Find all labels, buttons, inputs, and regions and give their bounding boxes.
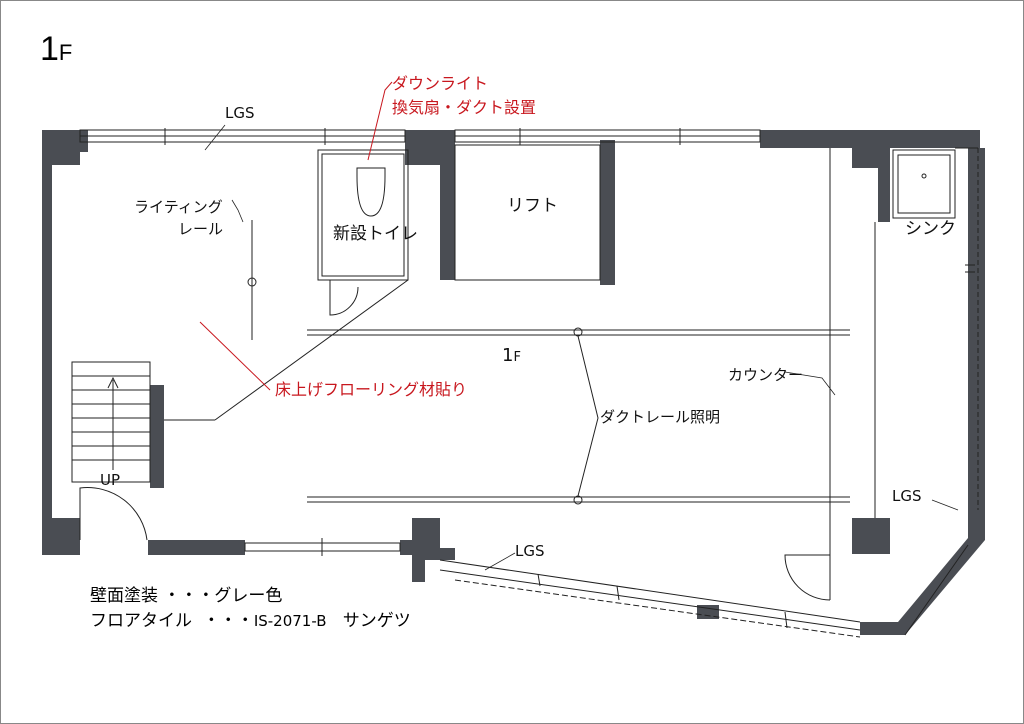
lighting-rail-label-1: ライティング	[134, 198, 223, 216]
legend-item: 壁面塗装	[90, 586, 158, 606]
floor-suffix: F	[58, 40, 73, 65]
duct-rail-label: ダクトレール照明	[600, 408, 721, 426]
lgs-right-label: LGS	[892, 487, 922, 505]
annotation-leaders	[199, 81, 393, 391]
legend-dots: ・・・	[202, 610, 254, 631]
wall-column-toilet-lift	[405, 130, 455, 280]
center-floor-label: 1F	[502, 345, 521, 367]
wall-left	[42, 130, 88, 555]
column-bottom-right	[852, 518, 890, 554]
lighting-rail-label-2: レール	[178, 220, 224, 238]
wall-bottom-column	[400, 518, 455, 582]
legend-maker: サンゲツ	[342, 610, 411, 631]
legend-dots: ・・・	[163, 586, 215, 606]
legend-row-wall: 壁面塗装 ・・・グレー色	[90, 584, 411, 609]
lgs-top-label: LGS	[225, 104, 255, 122]
walls	[42, 130, 985, 635]
ventilation-label: 換気扇・ダクト設置	[392, 98, 537, 117]
finish-legend: 壁面塗装 ・・・グレー色 フロアタイル ・・・IS-2071-B サンゲツ	[90, 584, 411, 633]
center-floor-number: 1	[502, 345, 514, 366]
floor-title: 1F	[40, 30, 72, 69]
sink-label: シンク	[905, 219, 956, 239]
wall-bottom-left	[148, 540, 245, 555]
legend-item: フロアタイル	[90, 610, 192, 631]
legend-value: IS-2071-B	[253, 611, 327, 630]
plan-lines	[71, 128, 979, 638]
column-bottom-mid	[697, 605, 719, 619]
stairs-up-label: UP	[100, 471, 121, 489]
toilet-label: 新設トイレ	[333, 224, 418, 244]
wall-lift-right	[600, 140, 615, 285]
legend-value: グレー色	[214, 586, 283, 606]
downlight-label: ダウンライト	[392, 74, 489, 93]
wall-stair	[150, 385, 164, 488]
lift-label: リフト	[507, 196, 558, 216]
flooring-label: 床上げフローリング材貼り	[275, 380, 468, 399]
wall-top-right	[760, 130, 980, 222]
floor-number: 1	[40, 30, 59, 68]
leader-lines	[204, 124, 959, 571]
wall-right-diagonal	[860, 148, 985, 635]
lgs-bottom-label: LGS	[515, 542, 545, 560]
legend-row-floor: フロアタイル ・・・IS-2071-B サンゲツ	[90, 609, 411, 634]
center-floor-suffix: F	[513, 350, 521, 365]
counter-label: カウンター	[728, 366, 804, 384]
